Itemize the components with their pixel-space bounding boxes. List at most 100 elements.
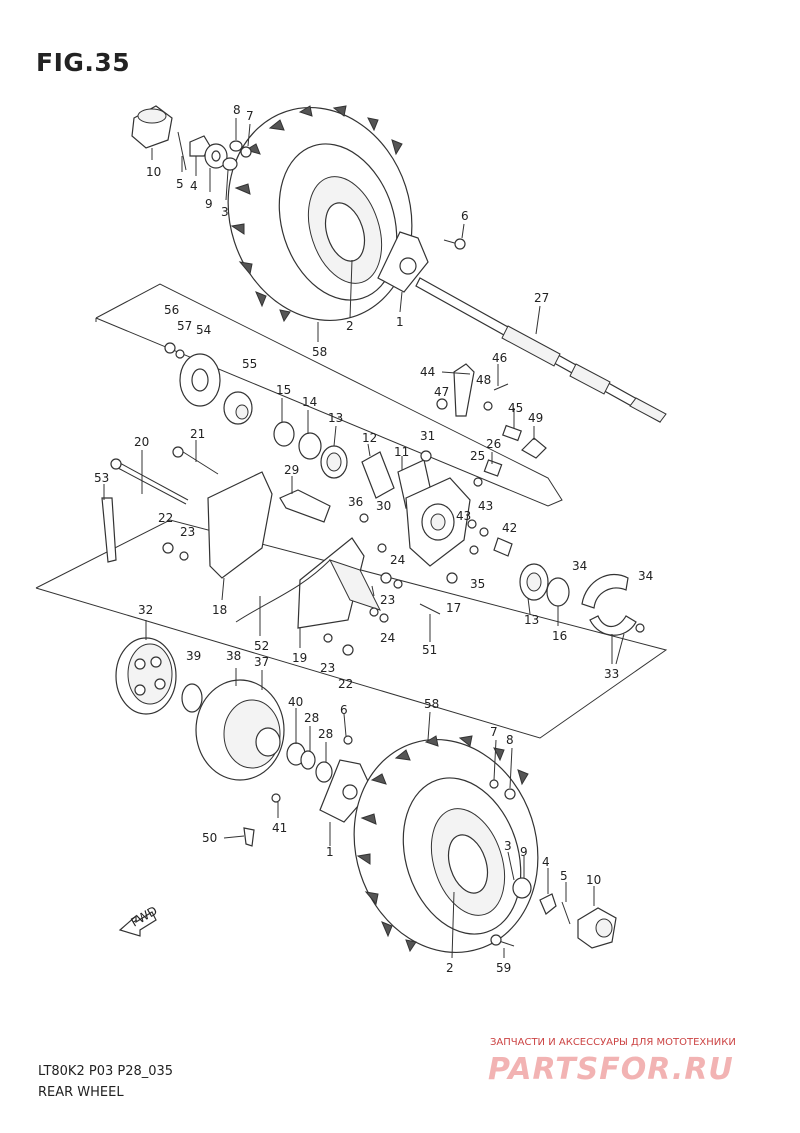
brake-drum [195,679,285,781]
part-callout-40: 40 [288,695,303,709]
brake-shoe-group [519,563,645,636]
part-callout-23: 23 [320,661,335,675]
lower-hub-small-parts [489,779,617,949]
part-callout-57: 57 [177,319,192,333]
figure-code: LT80K2 P03 P28_035 [38,1064,174,1079]
long-bolts [101,446,219,563]
part-callout-7: 7 [246,109,254,123]
part-callout-58: 58 [312,345,327,359]
lower-tire [353,735,539,954]
part-callout-15: 15 [276,383,291,397]
watermark-text: ЗАПЧАСТИ И АКСЕССУАРЫ ДЛЯ МОТОТЕХНИКИ [490,1037,736,1048]
part-callout-25: 25 [470,449,485,463]
part-callout-4: 4 [542,855,550,869]
part-callout-11: 11 [394,445,409,459]
part-callout-30: 30 [376,499,391,513]
part-callout-10: 10 [146,165,161,179]
part-callout-35: 35 [470,577,485,591]
axle-spacers [286,735,353,783]
upper-bolt-6 [443,238,466,250]
carrier-plates [207,471,381,629]
part-callout-3: 3 [221,205,229,219]
part-callout-7: 7 [490,725,498,739]
part-callout-34: 34 [638,569,653,583]
part-callout-22: 22 [158,511,173,525]
part-callout-45: 45 [508,401,523,415]
lower-bolts [243,793,515,947]
brake-hub-body [359,477,513,567]
part-callout-51: 51 [422,643,437,657]
part-callout-1: 1 [326,845,334,859]
part-callout-5: 5 [176,177,184,191]
part-callout-23: 23 [180,525,195,539]
upper-tire [227,105,413,323]
part-callout-16: 16 [552,629,567,643]
part-callout-55: 55 [242,357,257,371]
part-callout-5: 5 [560,869,568,883]
part-callout-6: 6 [461,209,469,223]
part-callout-27: 27 [534,291,549,305]
lower-hub-32 [115,637,177,715]
part-callout-2: 2 [346,319,354,333]
part-callout-41: 41 [272,821,287,835]
part-callout-10: 10 [586,873,601,887]
cable-and-pin [235,559,441,623]
part-callout-8: 8 [506,733,514,747]
part-callout-19: 19 [292,651,307,665]
part-callout-33: 33 [604,667,619,681]
part-callout-21: 21 [190,427,205,441]
part-callout-54: 54 [196,323,211,337]
part-callout-22: 22 [338,677,353,691]
part-callout-12: 12 [362,431,377,445]
part-callout-29: 29 [284,463,299,477]
part-callout-52: 52 [254,639,269,653]
part-callout-34: 34 [572,559,587,573]
part-callout-59: 59 [496,961,511,975]
part-callout-48: 48 [476,373,491,387]
part-callout-36: 36 [348,495,363,509]
forward-arrow-icon: FWD [118,903,160,937]
part-callout-13: 13 [524,613,539,627]
part-callout-31: 31 [420,429,435,443]
part-callout-37: 37 [254,655,269,669]
part-callout-13: 13 [328,411,343,425]
part-callout-46: 46 [492,351,507,365]
part-callout-38: 38 [226,649,241,663]
part-callout-4: 4 [190,179,198,193]
rear-axle-shaft [415,277,667,423]
part-callout-9: 9 [205,197,213,211]
figure-name: REAR WHEEL [38,1085,124,1100]
part-callout-50: 50 [202,831,217,845]
leader-lines [103,118,625,959]
part-callout-18: 18 [212,603,227,617]
part-callout-17: 17 [446,601,461,615]
sprocket-hub-group [164,342,253,425]
torque-link-group [436,363,547,459]
oil-seal-39 [181,683,203,713]
part-callout-3: 3 [504,839,512,853]
part-callout-9: 9 [520,845,528,859]
upper-hub-small-parts [131,105,252,171]
part-callout-58: 58 [424,697,439,711]
part-callout-24: 24 [380,631,395,645]
part-callout-24: 24 [390,553,405,567]
part-callout-47: 47 [434,385,449,399]
figure-title: FIG.35 [36,48,131,77]
bearing-seal-stack [273,421,433,509]
part-callout-26: 26 [486,437,501,451]
middle-assembly-frame [35,519,668,739]
part-callout-14: 14 [302,395,317,409]
part-callout-1: 1 [396,315,404,329]
part-callout-43: 43 [478,499,493,513]
part-callout-44: 44 [420,365,435,379]
part-callout-28: 28 [304,711,319,725]
part-callout-32: 32 [138,603,153,617]
part-callout-8: 8 [233,103,241,117]
part-callout-53: 53 [94,471,109,485]
part-callout-6: 6 [340,703,348,717]
part-callout-42: 42 [502,521,517,535]
part-callout-20: 20 [134,435,149,449]
small-bush-group [473,459,503,487]
